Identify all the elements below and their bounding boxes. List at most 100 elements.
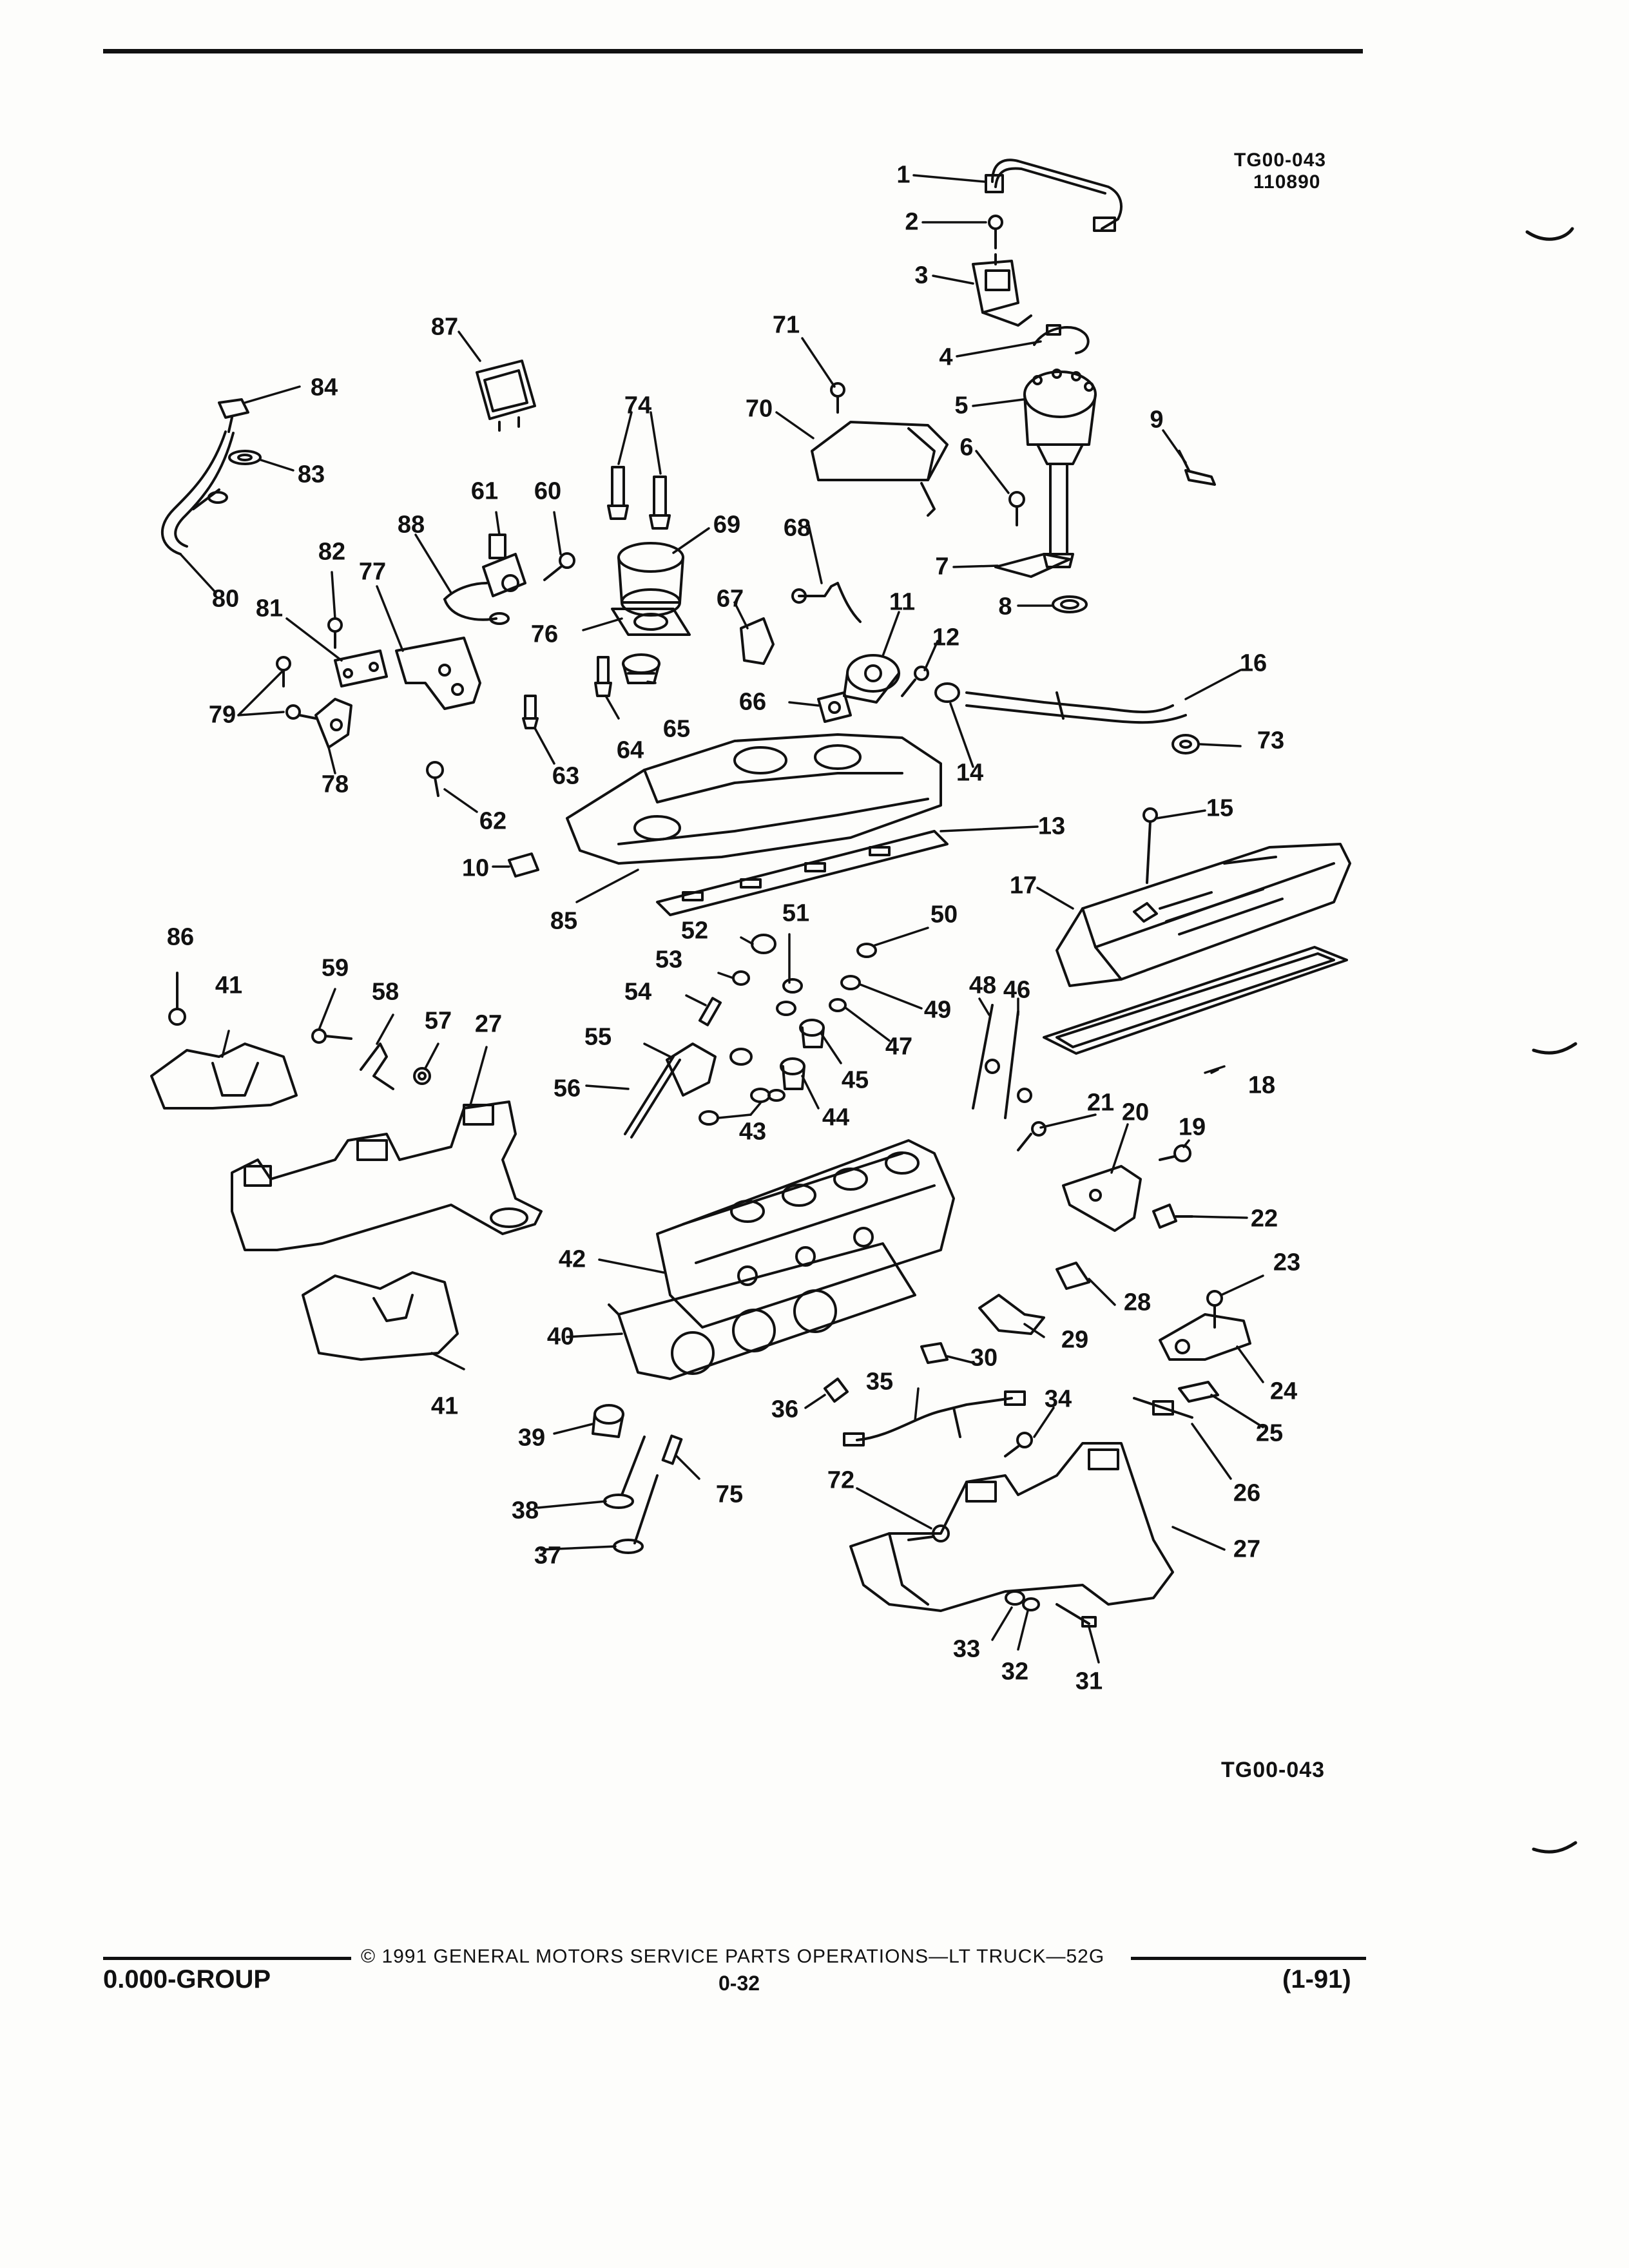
part-45-spring <box>799 1019 825 1048</box>
part-46-bolt <box>1004 1010 1032 1119</box>
callout-61: 61 <box>470 477 499 505</box>
part-21-bolt <box>1017 1121 1046 1151</box>
part-27a-exhaust-manifold <box>231 1100 543 1251</box>
callout-56: 56 <box>553 1075 581 1102</box>
callout-15: 15 <box>1206 794 1234 822</box>
callout-63: 63 <box>552 762 580 790</box>
callout-76: 76 <box>530 620 559 648</box>
part-32-washer <box>1022 1597 1040 1611</box>
callout-19: 19 <box>1178 1113 1206 1141</box>
part-22-sensor <box>1152 1204 1193 1229</box>
part-39-dowel <box>592 1404 624 1438</box>
part-30-plug <box>920 1342 949 1364</box>
callout-65: 65 <box>662 715 691 743</box>
callout-35: 35 <box>865 1368 894 1396</box>
part-17-valve-cover <box>1055 843 1351 987</box>
callout-6: 6 <box>959 434 974 461</box>
callout-47: 47 <box>885 1033 913 1061</box>
callout-44: 44 <box>822 1104 850 1131</box>
callout-27a: 27 <box>474 1010 503 1038</box>
callout-18: 18 <box>1248 1072 1276 1099</box>
callout-54: 54 <box>624 978 652 1006</box>
part-11-egr-valve <box>843 654 900 704</box>
callout-81: 81 <box>255 595 284 622</box>
callout-66: 66 <box>738 688 767 716</box>
part-40-head-gasket <box>608 1242 916 1380</box>
callout-36: 36 <box>771 1396 799 1423</box>
part-48-bolt <box>972 1004 1000 1110</box>
part-23-bolt <box>1206 1290 1223 1329</box>
callout-9: 9 <box>1150 406 1164 434</box>
callout-10: 10 <box>461 854 490 882</box>
part-70-heat-shield <box>811 421 949 517</box>
part-84-fitting <box>218 398 249 433</box>
callout-41b: 41 <box>430 1392 459 1420</box>
callout-80: 80 <box>211 585 240 613</box>
callout-4: 4 <box>939 343 953 371</box>
callout-55: 55 <box>584 1023 612 1051</box>
part-55-rocker-arm <box>666 1043 717 1097</box>
part-28-bracket <box>1055 1262 1090 1290</box>
footer-page-number: 0-32 <box>718 1972 760 1995</box>
callout-68: 68 <box>783 514 811 542</box>
part-65-thermostat <box>622 653 660 684</box>
callout-51: 51 <box>782 899 810 927</box>
callout-52: 52 <box>680 917 709 945</box>
callout-31: 31 <box>1075 1667 1103 1695</box>
callout-27b: 27 <box>1233 1535 1261 1563</box>
callout-2: 2 <box>905 208 919 236</box>
callout-39: 39 <box>517 1424 546 1452</box>
callout-12: 12 <box>932 624 960 651</box>
part-61-iac-valve <box>482 533 526 597</box>
part-87-module <box>476 360 536 432</box>
part-81-bracket <box>334 649 388 687</box>
part-54-stud <box>698 997 722 1026</box>
part-74-sensors <box>607 466 671 530</box>
callout-87: 87 <box>430 313 459 341</box>
part-29-bracket <box>978 1294 1045 1335</box>
callout-21: 21 <box>1086 1089 1115 1117</box>
part-72-bolt <box>907 1524 950 1542</box>
callout-84: 84 <box>310 374 338 401</box>
part-9-connector <box>1178 450 1216 486</box>
footer-rule-right <box>1131 1957 1366 1960</box>
part-76-gasket <box>611 608 691 636</box>
callout-57: 57 <box>424 1007 452 1035</box>
part-67-bracket <box>740 617 775 665</box>
part-41b-heat-shield-lower <box>302 1271 459 1361</box>
callout-33: 33 <box>952 1635 981 1663</box>
callout-88: 88 <box>397 511 425 539</box>
part-71-bolt <box>830 382 845 414</box>
callout-67: 67 <box>716 585 744 613</box>
callout-7: 7 <box>935 553 949 581</box>
part-35-oxygen-sensor-wire <box>843 1390 1026 1446</box>
part-59-bolt <box>311 1028 352 1044</box>
part-7-clamp <box>994 553 1071 578</box>
part-43-parts <box>699 1048 786 1126</box>
part-44-spring <box>780 1057 805 1090</box>
part-1-wire-harness <box>985 159 1123 232</box>
part-82-bolt <box>327 617 343 649</box>
callout-77: 77 <box>358 558 387 586</box>
callout-16: 16 <box>1239 649 1268 677</box>
illustration-code: TG00-043 <box>1234 149 1327 171</box>
part-6-screw <box>1008 491 1025 526</box>
callout-73: 73 <box>1257 727 1285 754</box>
stray-mark-2 <box>1532 1042 1577 1055</box>
callout-22: 22 <box>1250 1205 1278 1233</box>
callout-25: 25 <box>1255 1419 1284 1447</box>
callout-71: 71 <box>772 311 800 339</box>
part-63-plug <box>522 695 539 729</box>
callout-49: 49 <box>923 996 952 1024</box>
callout-74: 74 <box>624 392 652 419</box>
callout-37: 37 <box>534 1542 562 1570</box>
part-58-bracket <box>360 1043 394 1090</box>
callout-34: 34 <box>1044 1385 1072 1413</box>
callout-13: 13 <box>1037 812 1066 840</box>
part-2-bolt <box>988 215 1003 249</box>
callout-32: 32 <box>1001 1658 1029 1686</box>
part-13-intake-manifold <box>566 733 942 865</box>
part-24-heat-shield <box>1159 1313 1251 1361</box>
